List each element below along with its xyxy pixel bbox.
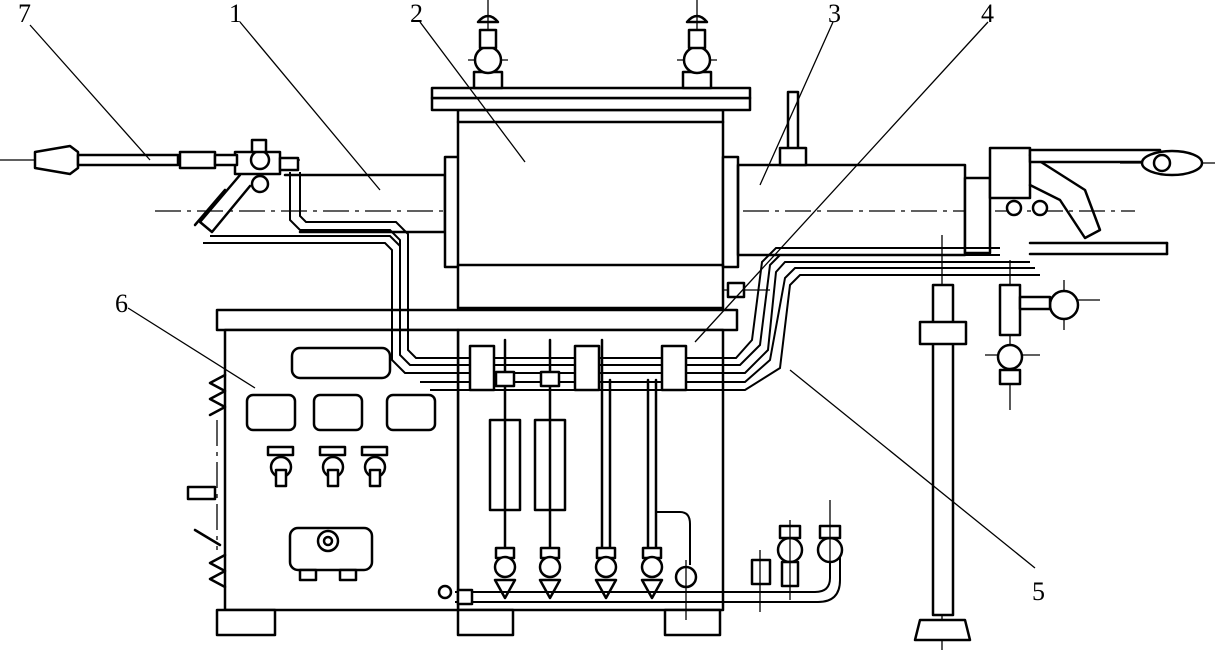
top-valve-right: [681, 14, 713, 90]
flowmeter-1: [488, 338, 522, 600]
label-7: 7: [18, 0, 31, 28]
label-3: 3: [828, 0, 841, 28]
tube-3: [594, 338, 618, 600]
main-vessel: [430, 14, 752, 310]
top-valve-left: [472, 14, 504, 90]
flowmeters: [488, 338, 698, 600]
switch-2: [318, 445, 347, 488]
label-6: 6: [115, 289, 128, 318]
callout-labels: 1 2 3 4 5 6 7: [18, 0, 1045, 606]
right-stand: [913, 283, 1080, 642]
left-torch: [33, 144, 239, 176]
label-4: 4: [981, 0, 994, 28]
right-tube: [736, 90, 1204, 257]
label-1: 1: [229, 0, 242, 28]
tube-4: [640, 378, 698, 600]
left-tube: [193, 138, 462, 269]
control-cabinet: [186, 328, 460, 637]
flowmeter-2: [533, 338, 567, 600]
switch-3: [360, 445, 389, 488]
pipe-bundle: [203, 172, 1040, 392]
label-5: 5: [1032, 577, 1045, 606]
label-2: 2: [410, 0, 423, 28]
bottom-manifold: [437, 500, 844, 620]
leader-lines: [29, 21, 1036, 569]
switch-1: [266, 445, 295, 488]
